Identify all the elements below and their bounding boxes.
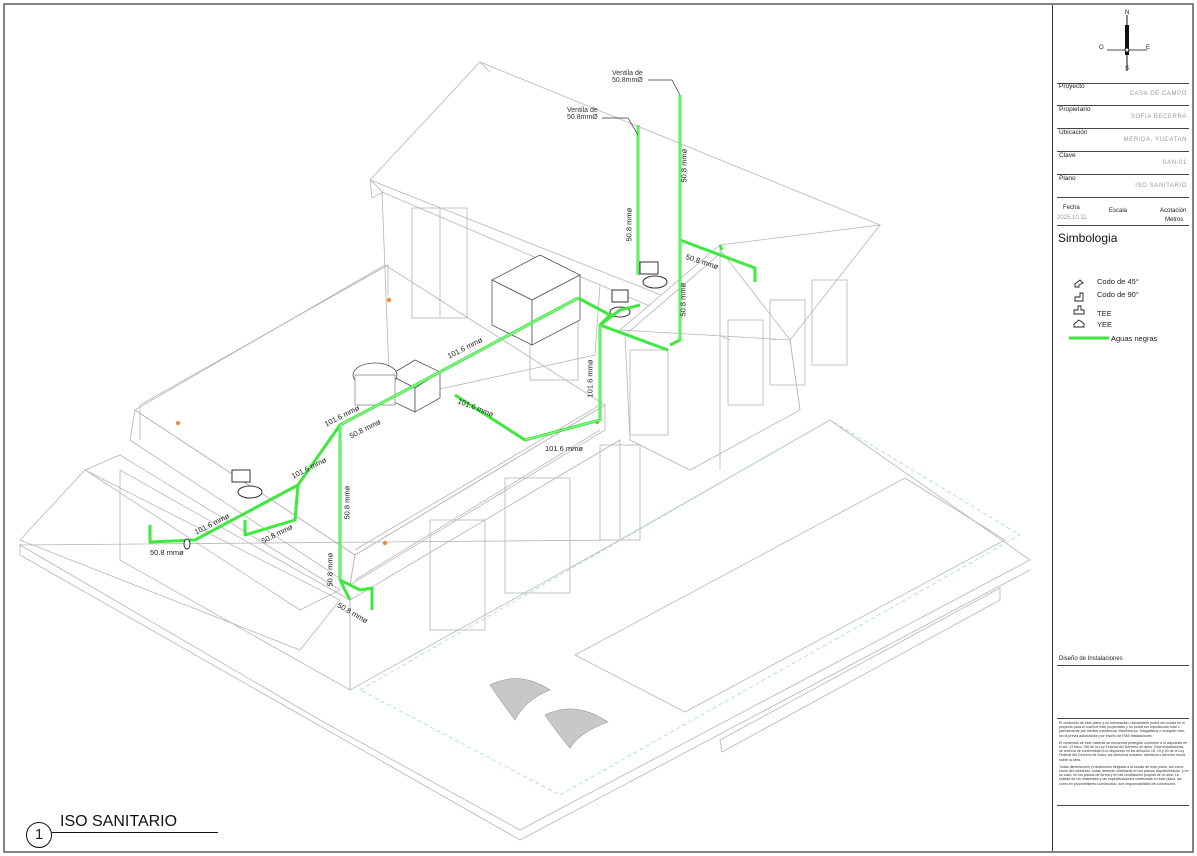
elbow-45-icon	[1074, 279, 1084, 288]
tb-row-ubicacion: Ubicación MERIDA, YUCATAN	[1057, 129, 1189, 152]
dimension-label: 50.8 mmø	[150, 548, 184, 557]
tb-key: Propietario	[1059, 106, 1091, 113]
plant-shapes	[489, 678, 609, 749]
legend-label: YEE	[1097, 320, 1113, 329]
dimension-label: 50.8 mmø	[325, 552, 335, 587]
tb-value: MERIDA, YUCATAN	[1123, 137, 1187, 143]
yee-icon	[1073, 319, 1085, 328]
note-text: Todas dimensiones y mediciones dirigidas…	[1059, 764, 1189, 786]
tb-row-propietario: Propietario SOFIA BECERRA	[1057, 106, 1189, 129]
acotacion-label: Acotación	[1160, 208, 1187, 214]
view-title: ISO SANITARIO	[60, 813, 178, 830]
tb-key: Plano	[1059, 175, 1076, 182]
note-text: El contenido de este plano y su informac…	[1059, 721, 1186, 738]
pipe-highlights	[339, 95, 681, 580]
tb-value: CASA DE CAMPO	[1129, 91, 1187, 97]
legend-label: Aguas negras	[1111, 334, 1158, 343]
legend-label: Codo de 45°	[1097, 277, 1139, 286]
dimension-label: 50.8 mmø	[678, 282, 688, 317]
tb-row-clave: Clave SAN-01	[1057, 152, 1189, 175]
tb-value: SAN-01	[1162, 160, 1187, 166]
fecha-value: 2025.10.11	[1057, 215, 1087, 221]
tb-key: Clave	[1059, 152, 1076, 159]
fecha-label: Fecha	[1063, 205, 1080, 211]
ventila-label-2: Ventila de 50.8mmØ	[567, 107, 598, 121]
diseno-label: Diseño de Instalaciones	[1059, 656, 1123, 662]
pipe-end-cap	[183, 538, 191, 550]
compass-o: O	[1099, 45, 1104, 51]
tb-row-plano: Plano ISO SANITARIO	[1057, 175, 1189, 198]
tb-key: Ubicación	[1059, 129, 1088, 136]
view-number: 1	[26, 822, 52, 848]
compass-icon	[1107, 15, 1147, 71]
title-block: N S E O Proyecto CASA DE CAMPO Propietar…	[1052, 5, 1193, 851]
green-line-icon	[1069, 336, 1109, 340]
ventila-label-1: Ventila de 50.8mmØ	[612, 70, 643, 84]
compass-n: N	[1125, 10, 1130, 16]
compass-e: E	[1146, 45, 1151, 51]
acotacion-value: Metros	[1165, 217, 1184, 223]
elbow-90-icon	[1074, 292, 1084, 302]
tb-value: ISO SANITARIO	[1135, 183, 1187, 189]
legal-notes: El contenido de este plano y su informac…	[1059, 721, 1189, 789]
leader-lines	[602, 79, 681, 136]
legend-label: Codo de 90°	[1097, 290, 1139, 299]
dimension-label: 101.6 mmø	[545, 444, 583, 453]
simbologia-title: Simbologia	[1058, 231, 1118, 245]
tb-value: SOFIA BECERRA	[1130, 114, 1187, 120]
dimension-label: 50.8 mmø	[342, 485, 352, 520]
compass-s: S	[1125, 66, 1130, 72]
dimension-label: 50.8 mmø	[624, 207, 634, 242]
tee-icon	[1073, 305, 1085, 315]
house-outline	[18, 61, 1031, 841]
dimension-label: 50.8 mmø	[679, 148, 689, 183]
toilet-fixtures	[231, 261, 668, 499]
tb-row-proyecto: Proyecto CASA DE CAMPO	[1057, 83, 1189, 106]
escala-label: Escala	[1109, 208, 1128, 214]
note-text: El contenido de este material se encuent…	[1059, 740, 1188, 762]
tb-key: Proyecto	[1059, 83, 1085, 90]
legend-label: TEE	[1097, 309, 1112, 318]
dimension-label: 101.6 mmø	[585, 359, 595, 398]
view-title-underline	[52, 832, 218, 833]
sheet-frame	[3, 3, 1194, 853]
